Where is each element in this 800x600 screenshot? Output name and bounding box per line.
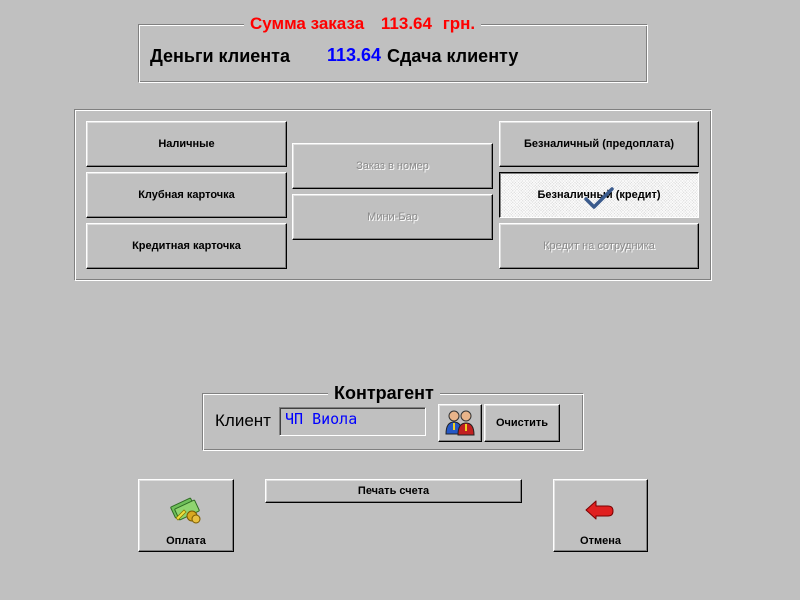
currency-label: грн. [442,14,476,33]
mini-bar-button-label: Мини-Бар [367,211,418,223]
client-field[interactable]: ЧП Виола [279,407,426,436]
room-order-button-label: Заказ в номер [356,160,429,172]
checkmark-icon [584,187,614,209]
pay-button-label: Оплата [166,535,206,547]
non-cash-prepay-button[interactable]: Безналичный (предоплата) [499,121,699,167]
club-card-button-label: Клубная карточка [138,189,235,201]
client-money-value: 113.64 [327,45,382,65]
order-total-label: Сумма заказа [250,14,365,33]
money-icon [170,497,201,524]
pay-button[interactable]: Оплата [138,479,234,552]
non-cash-credit-button-label: Безналичный (кредит) [537,189,661,201]
credit-card-button[interactable]: Кредитная карточка [86,223,287,269]
non-cash-prepay-button-label: Безналичный (предоплата) [523,138,674,150]
counterparty-legend: Контрагент [328,383,440,404]
client-lookup-button[interactable] [438,404,482,442]
employee-credit-button[interactable]: Кредит на сотрудника [499,223,699,269]
cash-button[interactable]: Наличные [86,121,287,167]
credit-card-button-label: Кредитная карточка [132,240,241,252]
order-total-legend: Сумма заказа 113.64 грн. [244,14,482,34]
order-total-value: 113.64 [380,14,432,33]
payment-methods-group [74,109,712,281]
mini-bar-button[interactable]: Мини-Бар [292,194,493,240]
back-arrow-icon [585,500,614,520]
change-label: Сдача клиенту [387,46,519,66]
cancel-button-label: Отмена [580,535,621,547]
room-order-button[interactable]: Заказ в номер [292,143,493,189]
clear-button[interactable]: Очистить [484,404,560,442]
print-invoice-button-label: Печать счета [357,485,430,497]
non-cash-credit-button[interactable]: Безналичный (кредит) [499,172,699,218]
people-icon [445,410,475,436]
club-card-button[interactable]: Клубная карточка [86,172,287,218]
client-money-label: Деньги клиента [150,46,290,66]
print-invoice-button[interactable]: Печать счета [265,479,522,503]
cancel-button[interactable]: Отмена [553,479,648,552]
employee-credit-button-label: Кредит на сотрудника [543,240,655,252]
client-label: Клиент [215,411,271,430]
cash-button-label: Наличные [158,138,215,150]
clear-button-label: Очистить [495,417,549,429]
